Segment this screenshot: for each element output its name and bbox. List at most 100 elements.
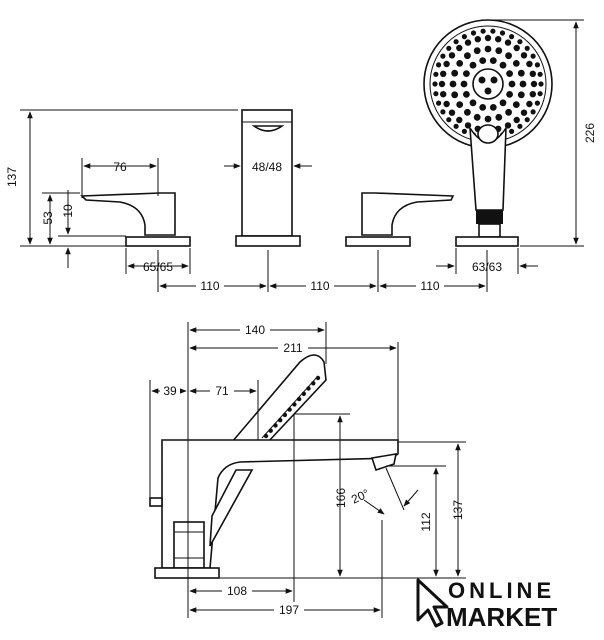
nozzle-dot (479, 57, 487, 64)
dim-39: 39 (163, 384, 177, 398)
side-view: 140 211 39 71 166 20° 112 137 (149, 322, 466, 618)
nozzle-dot (520, 109, 528, 116)
nozzle-dot (526, 100, 533, 108)
nozzle-dot (505, 108, 512, 116)
nozzle-dot (484, 45, 492, 53)
dim-110-a: 110 (200, 279, 219, 293)
dim-76: 76 (113, 160, 127, 174)
dim-137-side: 137 (451, 500, 465, 520)
nozzle-dot (484, 115, 492, 123)
nozzle-dot (449, 80, 457, 88)
nozzle-dot (464, 52, 471, 60)
dim-112: 112 (419, 512, 433, 531)
nozzle-dot (509, 128, 515, 134)
nozzle-dot (537, 91, 543, 97)
dim-166: 166 (334, 488, 348, 508)
side-nozzle-dot (273, 423, 278, 428)
nozzle-dot (438, 80, 446, 88)
nozzle-dot (513, 116, 520, 124)
nozzle-dot (495, 36, 502, 43)
nozzle-dot (495, 47, 503, 55)
dim-10: 10 (61, 204, 75, 218)
nozzle-dot (484, 34, 492, 42)
nozzle-dot (530, 109, 536, 115)
nozzle-dot (440, 91, 447, 98)
hand-shower (423, 19, 553, 247)
side-nozzle-dot (301, 391, 306, 396)
nozzle-dot (526, 60, 533, 68)
nozzle-dot (451, 69, 459, 77)
nozzle-dot (461, 128, 467, 134)
nozzle-dot (508, 80, 516, 88)
dim-197: 197 (279, 603, 299, 617)
nozzle-dot (506, 70, 513, 77)
nozzle-dot (443, 60, 450, 68)
dim-53: 53 (41, 211, 55, 225)
nozzle-dot (479, 104, 487, 111)
nozzle-dot (513, 44, 520, 52)
nozzle-dot (509, 34, 515, 40)
side-nozzle-dot (292, 402, 297, 407)
nozzle-dot (448, 52, 456, 59)
nozzle-dot (469, 61, 477, 69)
nozzle-dot (440, 70, 447, 78)
nozzle-dot (537, 71, 543, 77)
nozzle-dot (456, 101, 464, 108)
nozzle-dot (464, 108, 471, 116)
nozzle-dot (512, 60, 520, 67)
logo-line-online: ONLINE (448, 578, 555, 603)
nozzle-dot (538, 81, 544, 87)
nozzle-dot (470, 30, 477, 36)
nozzle-dot (436, 62, 442, 68)
nozzle-dot (453, 123, 459, 129)
nozzle-dot (433, 71, 439, 77)
nozzle-dot (456, 60, 464, 67)
nozzle-dot (436, 100, 442, 106)
nozzle-dot (505, 52, 512, 60)
left-handle (80, 192, 191, 247)
nozzle-dot (456, 116, 463, 124)
nozzle-dot (495, 113, 503, 121)
onlinemarket-logo: ONLINE MARKET (416, 578, 557, 632)
side-nozzle-dot (315, 375, 321, 381)
dim-211: 211 (283, 341, 302, 355)
nozzle-dot (446, 45, 452, 51)
nozzle-dot (489, 104, 497, 111)
nozzle-dot (446, 117, 452, 123)
side-spout-body (149, 439, 399, 579)
nozzle-dot (460, 80, 468, 88)
nozzle-dot (463, 91, 470, 98)
nozzle-dot (517, 69, 525, 77)
nozzle-dot (433, 91, 439, 97)
nozzle-dot (519, 80, 527, 88)
nozzle-dot (440, 53, 446, 59)
nozzle-dot (534, 100, 541, 106)
nozzle-dot (480, 28, 486, 34)
nozzle-dot (506, 91, 513, 98)
nozzle-dot (517, 123, 523, 129)
side-nozzle-dot (268, 428, 273, 433)
nozzle-dot (499, 30, 506, 36)
nozzle-dot (524, 45, 530, 51)
dim-110-c: 110 (420, 279, 439, 293)
nozzle-dot (529, 70, 536, 78)
dim-71: 71 (215, 384, 229, 398)
side-nozzle-dot (287, 407, 292, 412)
side-nozzle-dot (296, 396, 302, 402)
side-nozzle-dot (263, 433, 269, 439)
dim-48-48: 48/48 (252, 160, 282, 174)
nozzle-dot (473, 47, 481, 55)
side-nozzle-dot (306, 386, 311, 391)
nozzle-dot (517, 91, 525, 99)
nozzle-dot (440, 109, 446, 115)
dim-226: 226 (583, 123, 597, 143)
nozzle-dot (461, 34, 467, 40)
dim-110-b: 110 (310, 279, 329, 293)
spout (235, 109, 301, 247)
nozzle-dot (499, 99, 507, 107)
nozzle-dot (524, 117, 530, 123)
nozzle-dot (473, 113, 481, 121)
nozzle-dot (456, 44, 463, 52)
nozzle-dot (443, 100, 450, 108)
